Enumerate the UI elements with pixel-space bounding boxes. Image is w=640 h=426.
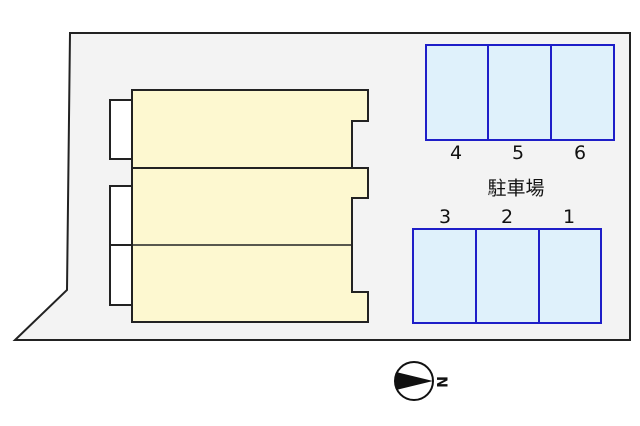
building	[131, 89, 369, 323]
parking-space-3	[412, 228, 477, 324]
north-arrow-icon	[394, 361, 434, 401]
parking-space-5	[487, 44, 552, 141]
parking-space-6	[550, 44, 615, 141]
balcony	[109, 244, 133, 306]
parking-number-1: 1	[562, 206, 576, 228]
parking-number-2: 2	[500, 206, 514, 228]
parking-space-4	[425, 44, 489, 141]
parking-bottom-row	[412, 228, 602, 324]
parking-space-2	[475, 228, 540, 324]
parking-number-6: 6	[573, 142, 587, 164]
balcony	[109, 185, 133, 246]
balcony	[109, 99, 133, 160]
parking-number-5: 5	[511, 142, 525, 164]
parking-title: 駐車場	[487, 177, 545, 200]
parking-space-1	[538, 228, 602, 324]
compass-label: N	[433, 376, 449, 388]
parking-number-3: 3	[438, 206, 452, 228]
parking-top-row	[425, 44, 615, 141]
parking-number-4: 4	[449, 142, 463, 164]
